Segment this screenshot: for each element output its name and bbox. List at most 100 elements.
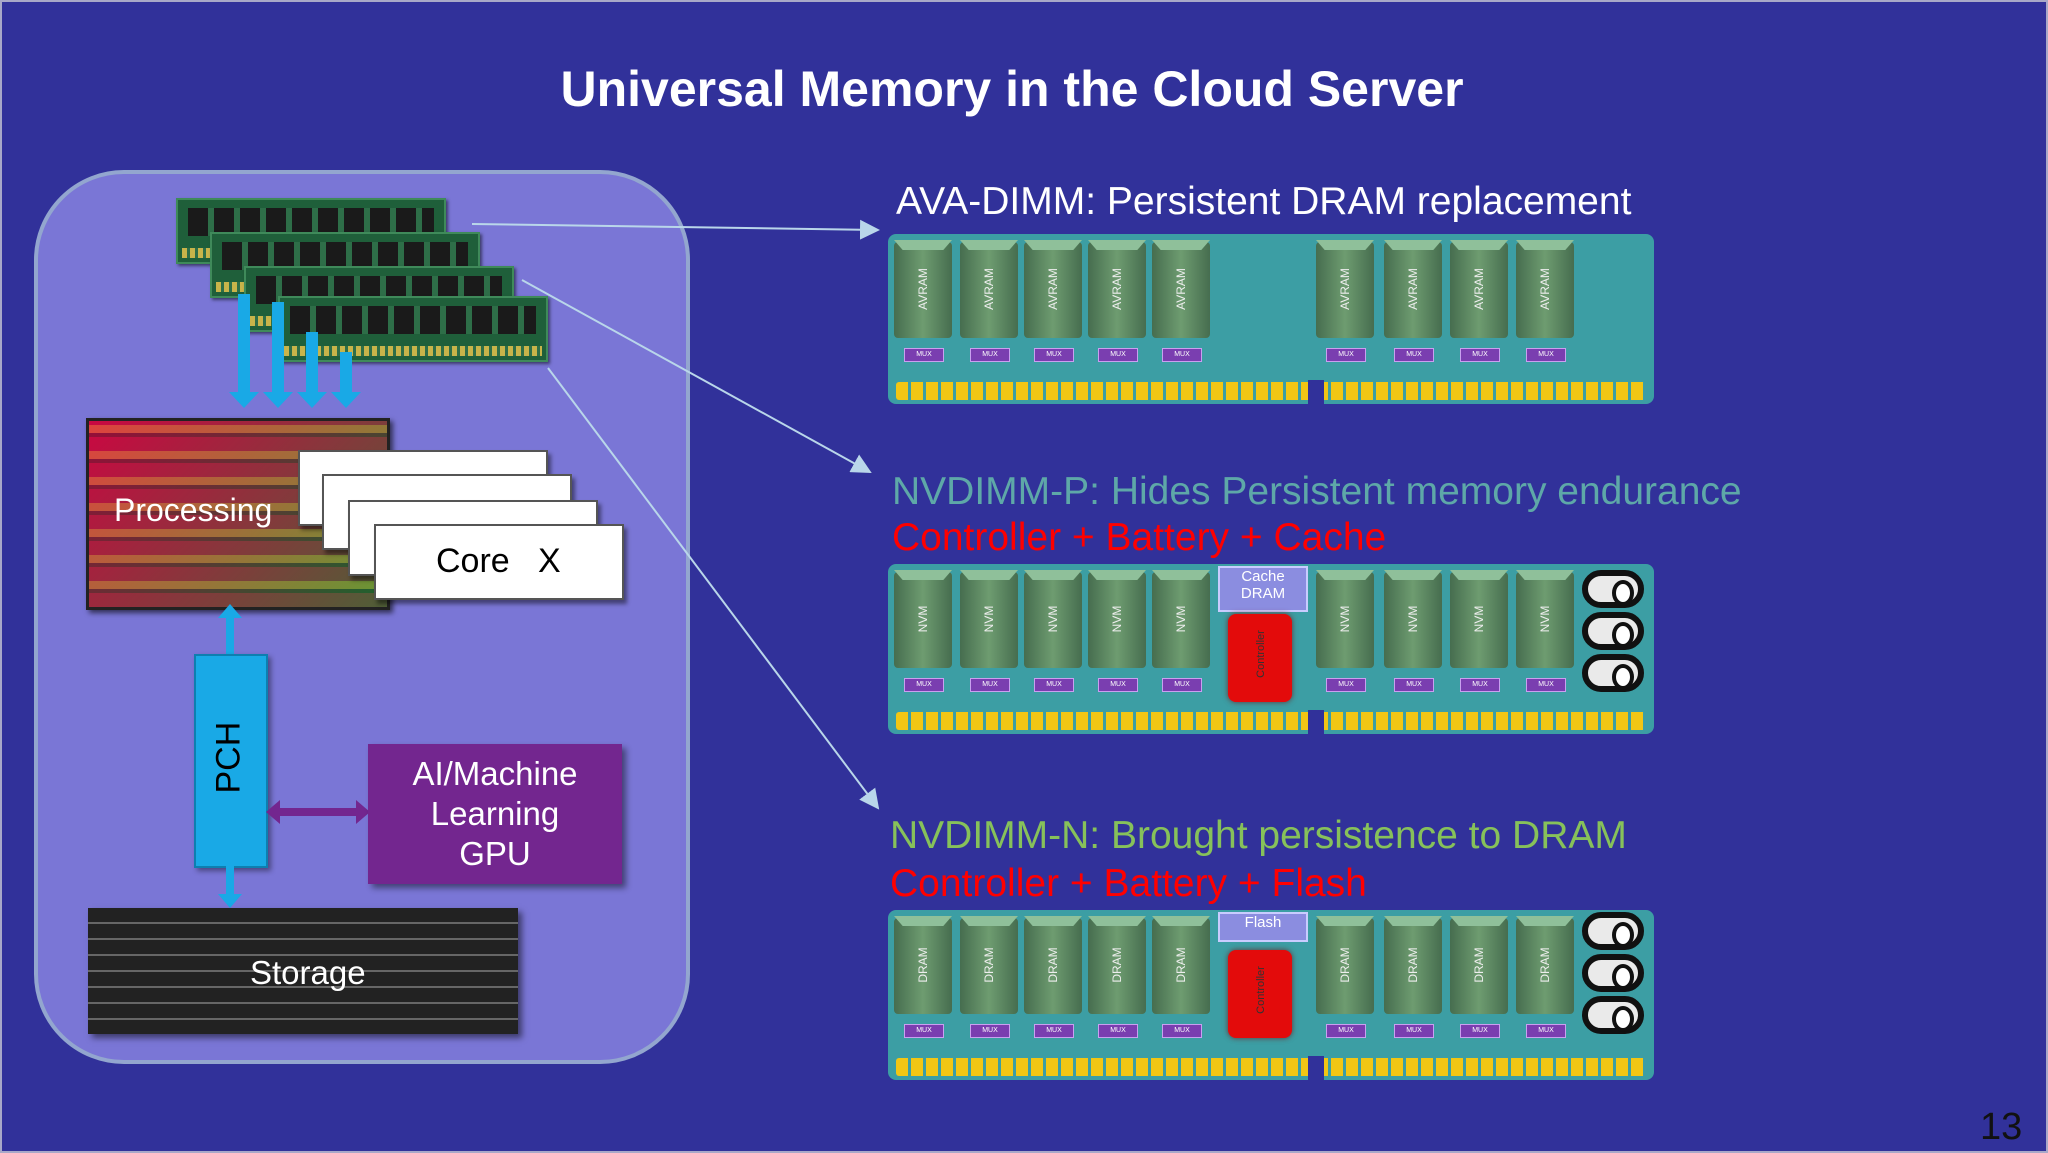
memory-chip: NVM — [1316, 572, 1374, 668]
memory-chip: AVRAM — [1516, 242, 1574, 338]
memory-chip: AVRAM — [894, 242, 952, 338]
memory-chip: NVM — [1516, 572, 1574, 668]
memory-chip-label: DRAM — [916, 947, 930, 983]
memory-bus-arrow — [331, 352, 361, 408]
gpu-label-line-3: GPU — [459, 835, 531, 872]
memory-chip: NVM — [1152, 572, 1210, 668]
memory-chip-label: DRAM — [1538, 947, 1552, 983]
nvdimm-n-components: Controller + Battery + Flash — [890, 862, 1367, 905]
mux-chip: MUX — [1162, 348, 1202, 362]
mux-chip: MUX — [1162, 678, 1202, 692]
cache-label-line: Cache — [1241, 568, 1285, 585]
mux-chip: MUX — [970, 678, 1010, 692]
mux-chip: MUX — [1394, 678, 1434, 692]
mux-chip: MUX — [1098, 678, 1138, 692]
mux-chip: MUX — [1394, 1024, 1434, 1038]
memory-chip-label: AVRAM — [982, 268, 996, 310]
memory-chip: DRAM — [1450, 918, 1508, 1014]
mux-chip: MUX — [1162, 1024, 1202, 1038]
storage-array-image — [88, 908, 518, 1034]
pch-gpu-link — [276, 808, 360, 816]
memory-chip: DRAM — [1384, 918, 1442, 1014]
memory-chip: NVM — [960, 572, 1018, 668]
memory-chip: AVRAM — [1088, 242, 1146, 338]
memory-chip-label: NVM — [1338, 605, 1352, 633]
gold-pins — [896, 382, 1646, 400]
gold-pins — [896, 1058, 1646, 1076]
memory-chip: DRAM — [894, 918, 952, 1014]
nvdimm-n-caption: NVDIMM-N: Brought persistence to DRAM — [890, 814, 1627, 857]
nvdimm-n-module: DRAM MUX DRAM MUX DRAM MUX DRAM MUX DRAM MUX DRAM M… — [888, 910, 1654, 1080]
memory-chip-label: NVM — [1110, 605, 1124, 633]
gpu-label-line-2: Learning — [430, 795, 560, 832]
battery-icon — [1582, 612, 1644, 650]
memory-chip-label: AVRAM — [1046, 268, 1060, 310]
mux-chip: MUX — [1460, 1024, 1500, 1038]
mux-chip: MUX — [904, 678, 944, 692]
controller-label: Controller — [1255, 630, 1267, 678]
right-arrow-icon — [356, 800, 370, 824]
memory-chip-label: DRAM — [982, 947, 996, 983]
controller-label: Controller — [1255, 966, 1267, 1014]
mux-chip: MUX — [1034, 1024, 1074, 1038]
left-arrow-icon — [266, 800, 280, 824]
mux-chip: MUX — [970, 1024, 1010, 1038]
pch-storage-link — [226, 864, 234, 898]
mux-chip: MUX — [1394, 348, 1434, 362]
memory-chip: AVRAM — [1152, 242, 1210, 338]
slide-title: Universal Memory in the Cloud Server — [560, 61, 1464, 117]
memory-chip-label: NVM — [982, 605, 996, 633]
mux-chip: MUX — [1326, 678, 1366, 692]
memory-chip: NVM — [1450, 572, 1508, 668]
memory-chip: NVM — [1384, 572, 1442, 668]
cache-label-line: Flash — [1244, 914, 1282, 931]
memory-chip: AVRAM — [1450, 242, 1508, 338]
memory-chip-label: AVRAM — [916, 268, 930, 310]
flash-chip: Flash — [1218, 912, 1308, 942]
memory-chip: DRAM — [960, 918, 1018, 1014]
mux-chip: MUX — [1098, 1024, 1138, 1038]
memory-chip: DRAM — [1088, 918, 1146, 1014]
battery-icon — [1582, 570, 1644, 608]
nvdimm-p-module: NVM MUX NVM MUX NVM MUX NVM MUX NVM MUX NVM MUX NVM M… — [888, 564, 1654, 734]
battery-icon — [1582, 654, 1644, 692]
memory-chip-label: DRAM — [1406, 947, 1420, 983]
mux-chip: MUX — [1526, 678, 1566, 692]
memory-chip-label: NVM — [916, 605, 930, 633]
cache-label-line: DRAM — [1240, 585, 1286, 602]
mux-chip: MUX — [1326, 348, 1366, 362]
memory-chip-label: NVM — [1538, 605, 1552, 633]
memory-chip-label: AVRAM — [1472, 268, 1486, 310]
mux-chip: MUX — [1460, 348, 1500, 362]
down-arrow-icon — [218, 894, 242, 908]
arrow-to-nvdimm-n — [547, 367, 880, 810]
memory-chip: AVRAM — [1024, 242, 1082, 338]
mux-chip: MUX — [1326, 1024, 1366, 1038]
mux-chip: MUX — [1034, 348, 1074, 362]
memory-chip: DRAM — [1316, 918, 1374, 1014]
gpu-block: AI/Machine Learning GPU — [368, 744, 622, 884]
ava-dimm-caption: AVA-DIMM: Persistent DRAM replacement — [896, 180, 1632, 223]
nvdimm-p-caption: NVDIMM-P: Hides Persistent memory endura… — [892, 470, 1742, 513]
memory-chip-label: AVRAM — [1338, 268, 1352, 310]
memory-chip-label: DRAM — [1338, 947, 1352, 983]
mux-chip: MUX — [1098, 348, 1138, 362]
memory-chip-label: AVRAM — [1174, 268, 1188, 310]
mux-chip: MUX — [1526, 348, 1566, 362]
core-x-label: Core X — [436, 542, 561, 580]
memory-chip: AVRAM — [960, 242, 1018, 338]
memory-chip-label: DRAM — [1174, 947, 1188, 983]
battery-icon — [1582, 996, 1644, 1034]
memory-chip-label: NVM — [1406, 605, 1420, 633]
key-notch — [1308, 380, 1324, 404]
memory-chip-label: NVM — [1174, 605, 1188, 633]
memory-chip-label: AVRAM — [1406, 268, 1420, 310]
arrow-to-nvdimm-p — [521, 279, 872, 473]
memory-chip-label: DRAM — [1046, 947, 1060, 983]
ava-dimm-module: AVRAM MUX AVRAM MUX AVRAM MUX AVRAM MUX AVRAM MUX… — [888, 234, 1654, 404]
pch-block — [194, 654, 268, 868]
processing-label: Processing — [114, 492, 273, 528]
gold-pins — [896, 712, 1646, 730]
memory-chip-label: DRAM — [1472, 947, 1486, 983]
memory-chip: NVM — [1088, 572, 1146, 668]
